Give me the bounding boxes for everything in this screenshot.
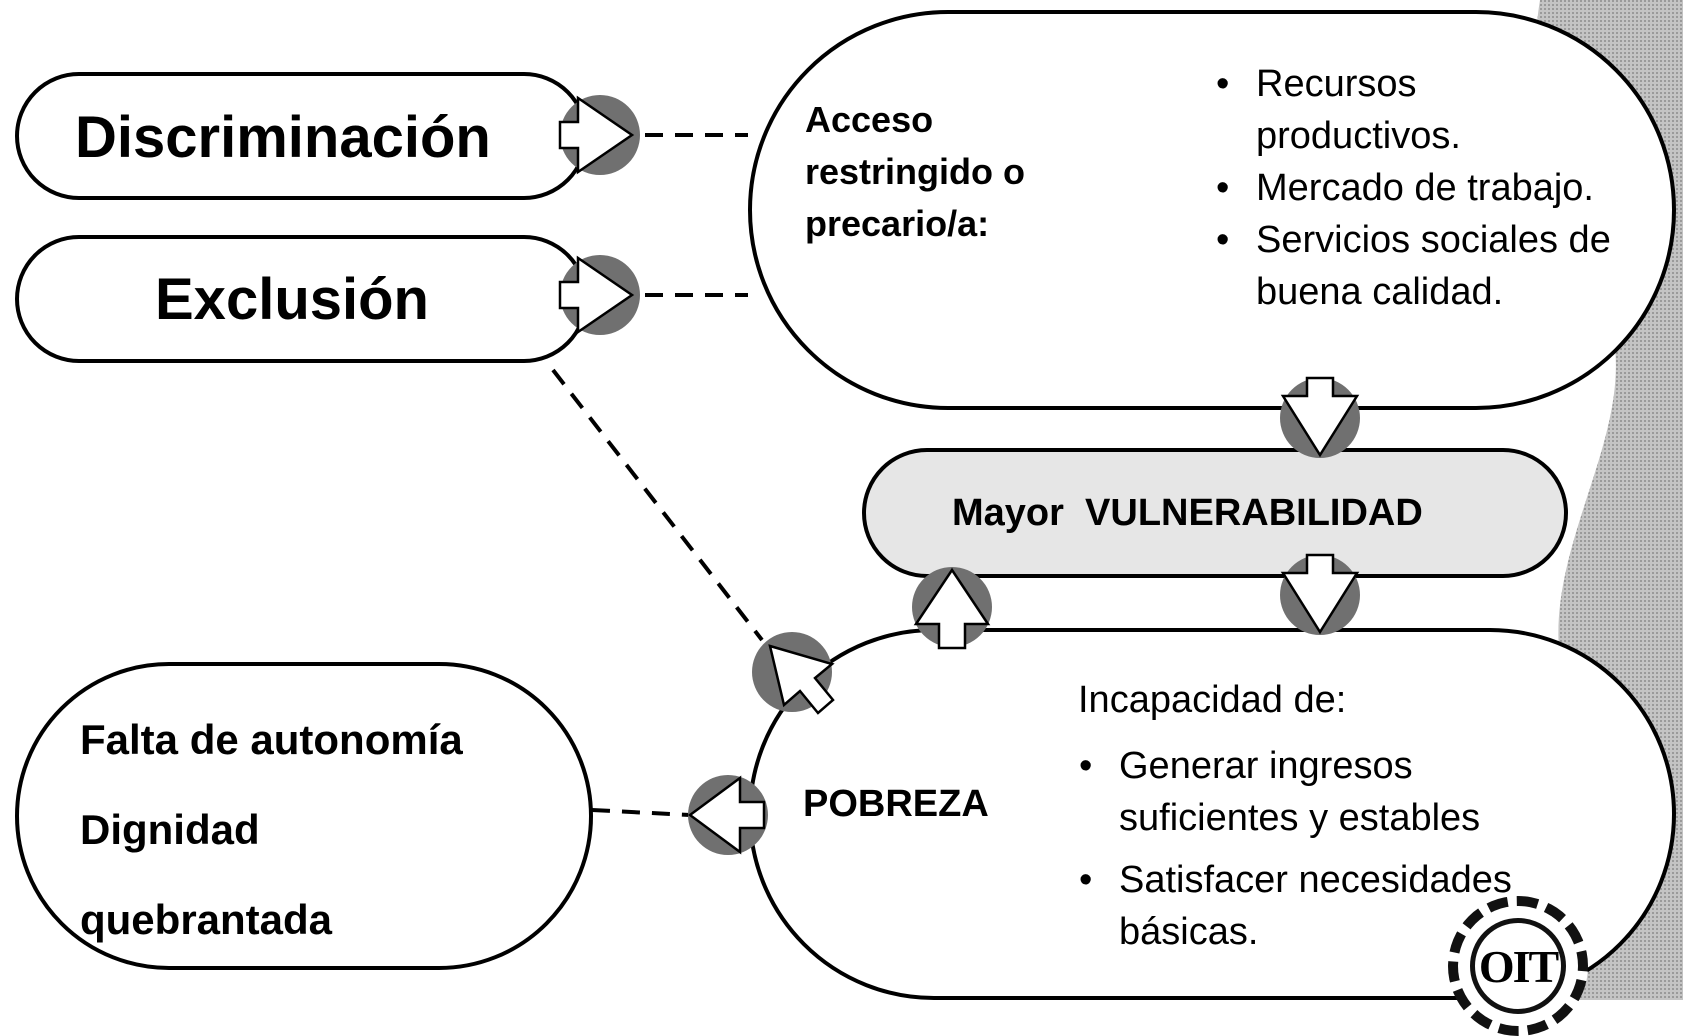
vulnerabilidad-label: Mayor VULNERABILIDAD (952, 492, 1423, 534)
discriminacion-label: Discriminación (75, 105, 491, 170)
list-item: Mercado de trabajo. (1212, 162, 1612, 214)
right-arrow-icon (558, 255, 640, 335)
acceso-list: Recursos productivos. Mercado de trabajo… (1212, 58, 1612, 318)
autonomia-line: Falta de autonomía (80, 716, 463, 763)
arrow-badges (558, 95, 1360, 855)
pobreza-intro: Incapacidad de: (1078, 679, 1347, 721)
list-item: Generar ingresos suficientes y estables (1075, 740, 1555, 844)
acceso-title-line: restringido o (805, 151, 1026, 192)
list-item: Servicios sociales de buena calidad. (1212, 214, 1612, 318)
list-item: Recursos productivos. (1212, 58, 1612, 162)
acceso-title: Acceso restringido o precario/a: (805, 94, 1025, 250)
autonomia-line: quebrantada (80, 896, 333, 943)
down-arrow-icon (1280, 376, 1360, 458)
oit-logo: OIT (1448, 896, 1588, 1036)
pobreza-title: POBREZA (803, 783, 989, 825)
exclusion-box (15, 235, 588, 363)
pobreza-list: Generar ingresos suficientes y estables … (1075, 740, 1555, 958)
right-arrow-icon (558, 95, 640, 175)
exclusion-label: Exclusión (155, 267, 429, 332)
discriminacion-box (15, 72, 588, 200)
autonomia-line: Dignidad (80, 806, 260, 853)
acceso-title-line: Acceso (805, 99, 934, 140)
autonomia-box (15, 662, 593, 970)
acceso-title-line: precario/a: (805, 203, 990, 244)
vulnerabilidad-box (862, 448, 1568, 578)
diagonal-arrow-icon (752, 632, 835, 715)
up-arrow-icon (912, 567, 992, 650)
list-item: Satisfacer necesidades básicas. (1075, 854, 1555, 958)
left-arrow-icon (687, 775, 768, 855)
autonomia-text: Falta de autonomía Dignidad quebrantada (80, 695, 463, 965)
down-arrow-icon (1280, 553, 1360, 635)
